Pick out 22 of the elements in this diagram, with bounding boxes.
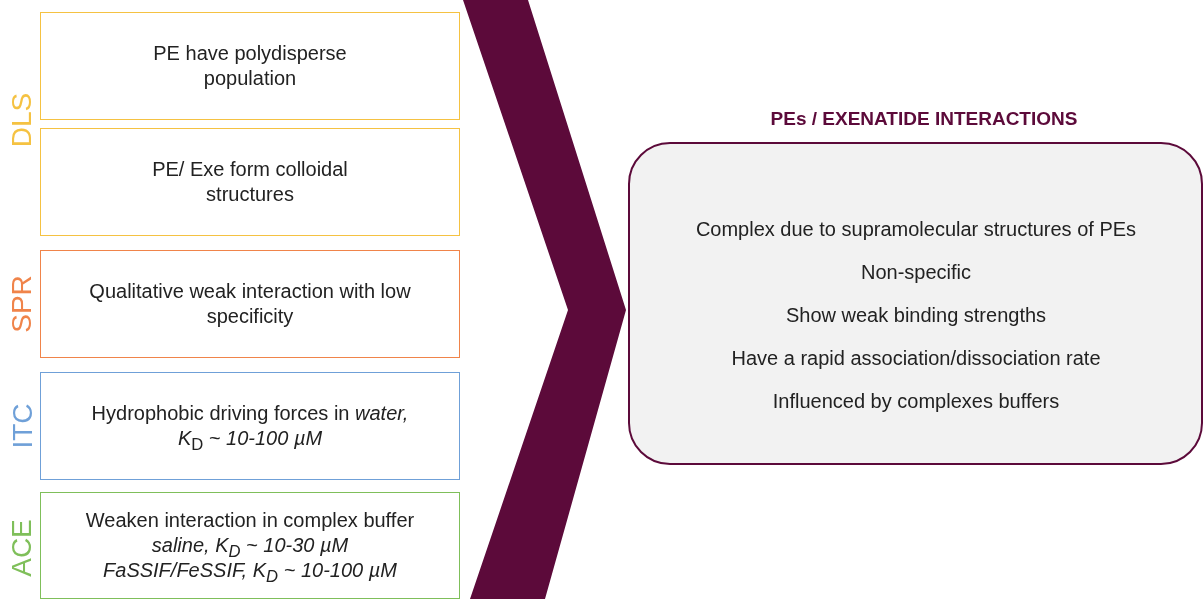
method-label: ITC — [6, 403, 39, 449]
finding-box — [40, 492, 460, 599]
finding-text: Qualitative weak interaction with low specificity — [88, 279, 412, 329]
finding-box — [40, 372, 460, 480]
method-label: SPR — [5, 275, 38, 333]
finding-box — [40, 128, 460, 236]
finding-text: Weaken interaction in complex buffer — [84, 508, 416, 533]
finding-text: Hydrophobic driving forces in water, K$_{D}$ ~ 10-100 µM — [90, 401, 410, 451]
summary-text: Influenced by complexes buffers — [771, 389, 1061, 414]
finding-text: PE have polydisperse population — [152, 41, 348, 91]
finding-box — [40, 12, 460, 120]
finding-text: FaSSIF/FeSSIF, K$_{D}$ ~ 10-100 µM — [102, 558, 398, 583]
method-label: DLS — [6, 92, 39, 148]
summary-text: Complex due to supramolecular structures of PEs — [694, 217, 1138, 242]
summary-text: Show weak binding strengths — [784, 303, 1048, 328]
finding-box — [40, 250, 460, 358]
summary-text: Non-specific — [859, 260, 972, 285]
summary-text: Have a rapid association/dissociation rate — [730, 346, 1102, 371]
finding-text: saline, K$_{D}$ ~ 10-30 µM — [150, 533, 350, 558]
finding-text: PE/ Exe form colloidal structures — [151, 157, 349, 207]
heading: PEs / EXENATIDE INTERACTIONS — [769, 107, 1079, 131]
method-label: ACE — [5, 519, 38, 577]
